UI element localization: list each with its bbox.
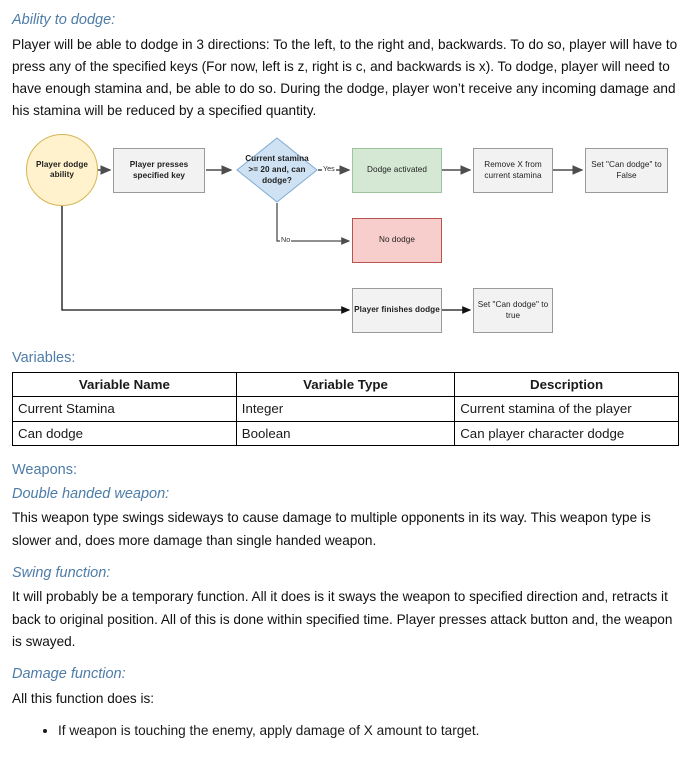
flow-node-remove-stamina[interactable]: Remove X from current stamina	[473, 148, 553, 194]
flow-node-set-can-dodge-false-label: Set "Can dodge" to False	[591, 160, 662, 180]
flow-edge-label-yes: Yes	[322, 164, 336, 174]
flow-edge-label-no: No	[280, 235, 292, 245]
cell-variable-type: Integer	[235, 396, 456, 422]
damage-function-intro: All this function does is:	[12, 690, 155, 706]
document-body: Ability to dodge: Player will be able to…	[0, 0, 693, 370]
flow-node-press-key-label: Player presses specified key	[129, 160, 189, 180]
flow-node-dodge-activated-label: Dodge activated	[367, 165, 427, 175]
column-header-description: Description	[454, 372, 679, 398]
decision-diamond-shape	[236, 137, 318, 204]
dodge-paragraph: Player will be able to dodge in 3 direct…	[12, 36, 678, 119]
swing-function-paragraph: It will probably be a temporary function…	[12, 589, 673, 649]
flow-node-start-label: Player dodge ability	[35, 159, 88, 180]
cell-description: Can player character dodge	[454, 420, 679, 446]
double-handed-heading: Double handed weapon:	[12, 485, 170, 502]
variables-table-wrap: Variable Name Variable Type Description …	[0, 372, 693, 446]
cell-description: Current stamina of the player	[454, 396, 679, 422]
damage-function-heading: Damage function:	[12, 665, 126, 682]
dodge-flowchart: Player dodge ability Player presses spec…	[12, 128, 693, 340]
variables-heading: Variables:	[12, 350, 76, 367]
weapons-heading: Weapons:	[12, 461, 78, 478]
flow-node-set-can-dodge-true-label: Set "Can dodge" to true	[477, 300, 549, 320]
cell-variable-type: Boolean	[235, 420, 456, 446]
flow-node-start[interactable]: Player dodge ability	[26, 134, 98, 207]
flow-node-press-key[interactable]: Player presses specified key	[113, 148, 205, 194]
flow-node-finishes-dodge[interactable]: Player finishes dodge	[352, 288, 442, 334]
column-header-variable-name: Variable Name	[12, 372, 237, 398]
flow-node-no-dodge-label: No dodge	[379, 235, 415, 245]
flow-node-set-can-dodge-true[interactable]: Set "Can dodge" to true	[473, 288, 553, 334]
cell-variable-name: Current Stamina	[12, 396, 237, 422]
column-header-variable-type: Variable Type	[235, 372, 456, 398]
flow-node-set-can-dodge-false[interactable]: Set "Can dodge" to False	[585, 148, 668, 194]
flow-node-finishes-dodge-label: Player finishes dodge	[354, 305, 440, 315]
weapons-section: Weapons: Double handed weapon: This weap…	[0, 446, 693, 742]
table-row: Current Stamina Integer Current stamina …	[12, 396, 679, 422]
variables-table: Variable Name Variable Type Description …	[12, 372, 679, 446]
table-row: Can dodge Boolean Can player character d…	[12, 420, 679, 446]
cell-variable-name: Can dodge	[12, 420, 237, 446]
flow-node-remove-stamina-label: Remove X from current stamina	[484, 160, 542, 180]
flow-node-no-dodge[interactable]: No dodge	[352, 218, 442, 264]
flow-node-decision[interactable]: Current stamina >= 20 and, can dodge?	[241, 142, 313, 198]
dodge-heading: Ability to dodge:	[12, 12, 116, 28]
damage-function-bullet-list: If weapon is touching the enemy, apply d…	[12, 720, 679, 742]
flow-node-dodge-activated[interactable]: Dodge activated	[352, 148, 442, 194]
swing-function-heading: Swing function:	[12, 564, 111, 581]
list-item: If weapon is touching the enemy, apply d…	[58, 720, 679, 742]
flow-node-decision-label: Current stamina >= 20 and, can dodge?	[245, 154, 309, 185]
double-handed-paragraph: This weapon type swings sideways to caus…	[12, 510, 651, 548]
table-header-row: Variable Name Variable Type Description	[12, 372, 679, 398]
